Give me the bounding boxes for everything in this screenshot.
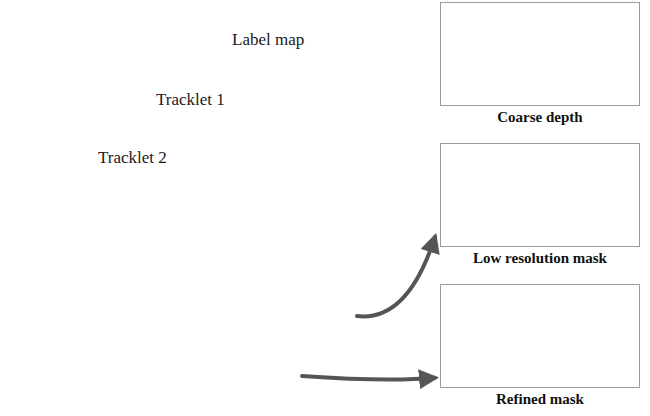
caption-holder: Low resolution mask bbox=[440, 143, 640, 267]
faded-person bbox=[283, 165, 318, 295]
low-res-mask bbox=[552, 164, 574, 221]
bounding-box bbox=[105, 198, 150, 353]
person-figure bbox=[210, 160, 244, 290]
mask-blob bbox=[552, 164, 574, 221]
person-figure bbox=[287, 170, 315, 290]
trajectory-line bbox=[226, 205, 334, 213]
faded-person bbox=[247, 160, 285, 295]
bounding-box bbox=[205, 155, 247, 295]
bounding-box bbox=[62, 178, 107, 343]
caption-holder: Refined mask bbox=[440, 284, 640, 408]
layer-plane: Tracklet 2 bbox=[8, 126, 300, 386]
depth-image bbox=[440, 284, 640, 388]
person-figure bbox=[155, 220, 189, 359]
refined-mask bbox=[555, 308, 570, 361]
faded-person bbox=[15, 190, 70, 340]
person-figure bbox=[322, 175, 348, 290]
trajectory-dot bbox=[79, 252, 85, 258]
caption-holder: Coarse depth bbox=[440, 2, 640, 126]
image-caption: Refined mask bbox=[440, 391, 640, 408]
image-frame bbox=[440, 143, 640, 247]
layer-plane: Label map bbox=[140, 4, 415, 262]
image-caption: Low resolution mask bbox=[440, 250, 640, 267]
layer-plane: Tracklet 1 bbox=[78, 66, 355, 326]
faded-person bbox=[62, 178, 107, 343]
image-frame bbox=[440, 2, 640, 106]
depth-image bbox=[440, 143, 640, 247]
curved-arrow bbox=[357, 237, 435, 317]
trajectory-dot bbox=[297, 207, 303, 213]
trajectory-dot bbox=[223, 207, 230, 214]
bounding-box bbox=[283, 165, 318, 295]
curved-arrow bbox=[302, 376, 435, 380]
faded-person bbox=[318, 170, 350, 295]
person-figure bbox=[260, 83, 292, 226]
plane-shape bbox=[141, 5, 415, 262]
person-figure bbox=[23, 195, 64, 333]
bounding-box bbox=[247, 160, 285, 295]
person-figure bbox=[291, 89, 317, 221]
trajectory-dot bbox=[263, 210, 269, 216]
faded-person bbox=[105, 198, 150, 353]
plane-shape bbox=[79, 67, 355, 326]
bounding-box bbox=[318, 170, 350, 295]
trajectory-dot bbox=[331, 202, 337, 208]
plane-label: Tracklet 1 bbox=[156, 90, 225, 110]
trajectory-line bbox=[38, 230, 168, 285]
person-figure bbox=[110, 203, 147, 346]
depth-panel: Coarse depth bbox=[440, 2, 640, 127]
person-figure bbox=[67, 184, 104, 337]
depth-panel: Low resolution mask bbox=[440, 143, 640, 268]
bounding-box bbox=[150, 215, 192, 365]
depth-panel: Refined mask bbox=[440, 284, 640, 409]
trajectory-diamond bbox=[163, 280, 173, 290]
plane-shape bbox=[9, 127, 300, 386]
mask-person bbox=[558, 308, 567, 317]
plane-label: Label map bbox=[232, 30, 304, 50]
image-frame bbox=[440, 284, 640, 388]
person-figure bbox=[252, 165, 283, 290]
image-caption: Coarse depth bbox=[440, 109, 640, 126]
trajectory-dot bbox=[35, 227, 41, 233]
plane-label: Tracklet 2 bbox=[98, 148, 167, 168]
mask-person bbox=[555, 317, 570, 360]
depth-image bbox=[440, 2, 640, 106]
bounding-box bbox=[15, 190, 70, 340]
trajectory-diamond bbox=[121, 265, 131, 275]
